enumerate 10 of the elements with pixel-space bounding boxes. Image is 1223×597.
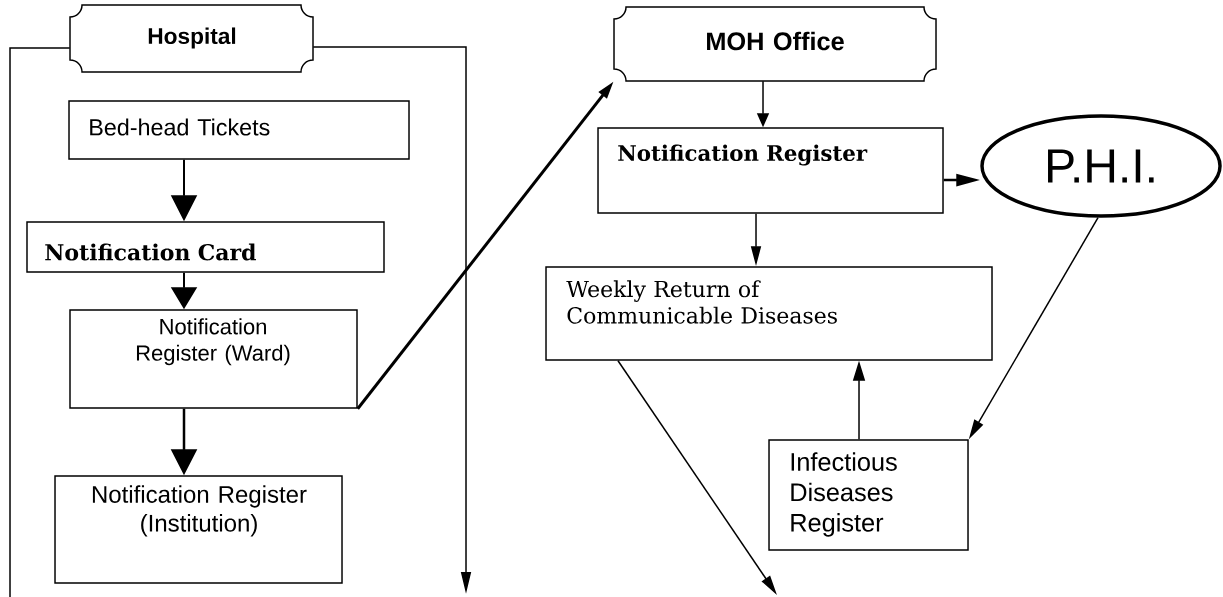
process-box: Notification Register (Institution) xyxy=(54,475,343,584)
process-box: Weekly Return of Communicable Diseases xyxy=(545,266,993,361)
process-box: Notification Card xyxy=(26,221,385,273)
ellipse-node: P.H.I. xyxy=(980,114,1222,218)
header-plaque: Hospital xyxy=(69,4,314,73)
process-box: Bed-head Tickets xyxy=(68,100,410,160)
process-box: Infectious Diseases Register xyxy=(768,439,969,551)
header-plaque: MOH Office xyxy=(613,6,937,82)
process-box: Notification Register xyxy=(597,127,944,214)
process-box: Notification Register (Ward) xyxy=(69,309,358,409)
